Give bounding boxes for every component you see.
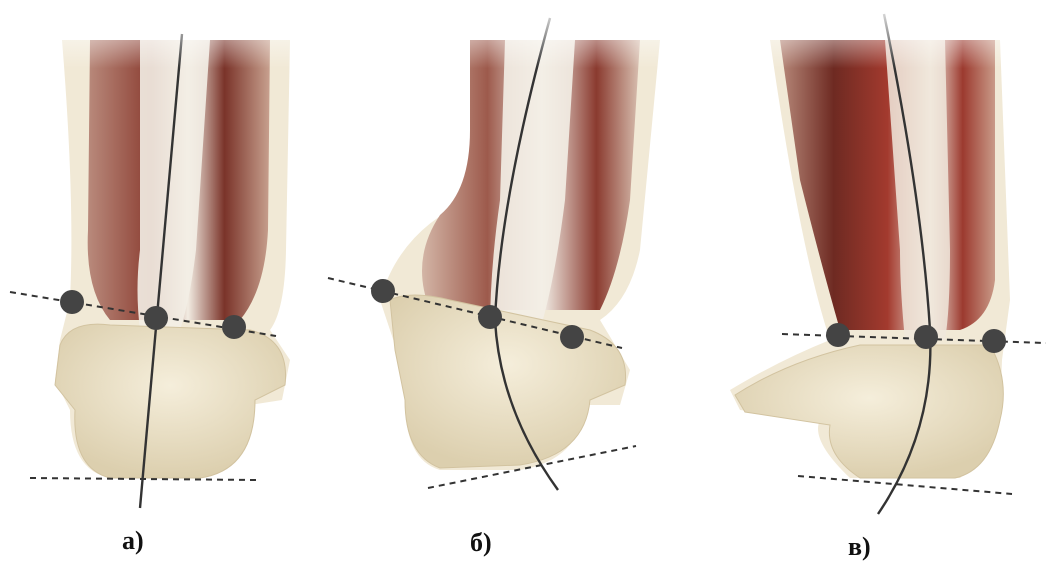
panel-label-b: б)	[470, 528, 492, 558]
panel-label-c: в)	[848, 532, 871, 562]
panel-label-a: а)	[122, 526, 144, 556]
